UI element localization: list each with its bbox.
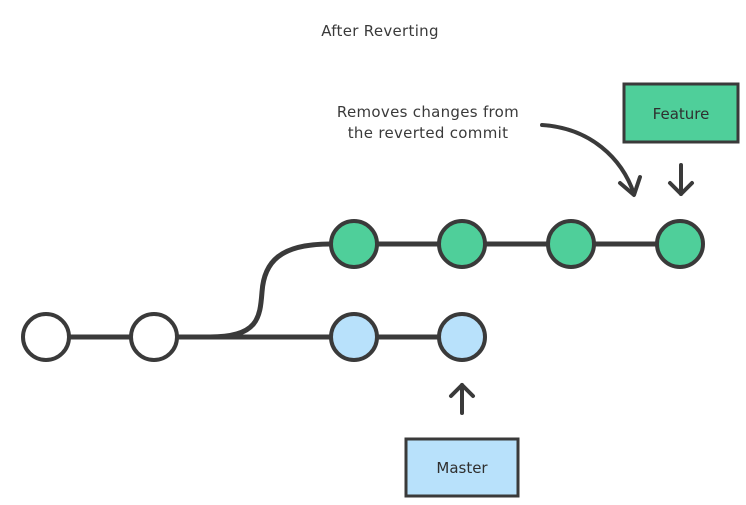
commit-node <box>546 219 596 269</box>
annotation-line-1: Removes changes from <box>337 103 519 121</box>
feature-pointer-arrow-icon <box>668 163 694 196</box>
revert-commit-node <box>655 219 705 269</box>
curved-arrow-icon <box>540 123 642 197</box>
commit-node <box>437 219 487 269</box>
feature-label-box <box>622 82 740 144</box>
feature-label-text: Feature <box>653 105 710 123</box>
annotation: Removes changes from the reverted commit <box>337 103 519 142</box>
feature-label: Feature <box>622 82 740 144</box>
commit-node <box>437 312 487 362</box>
feature-commits <box>329 219 705 269</box>
shared-commits <box>21 312 179 362</box>
branch-lines <box>46 241 680 340</box>
commit-node <box>329 219 379 269</box>
commit-node <box>129 312 179 362</box>
master-label: Master <box>404 437 520 498</box>
commit-node <box>329 312 379 362</box>
commit-node <box>21 312 71 362</box>
annotation-line-2: the reverted commit <box>348 124 509 142</box>
master-label-box <box>404 437 520 498</box>
feature-branch-line <box>209 241 680 340</box>
diagram-title: After Reverting <box>321 22 439 40</box>
master-label-text: Master <box>436 459 488 477</box>
master-commits <box>329 312 487 362</box>
master-pointer-arrow-icon <box>449 383 475 415</box>
